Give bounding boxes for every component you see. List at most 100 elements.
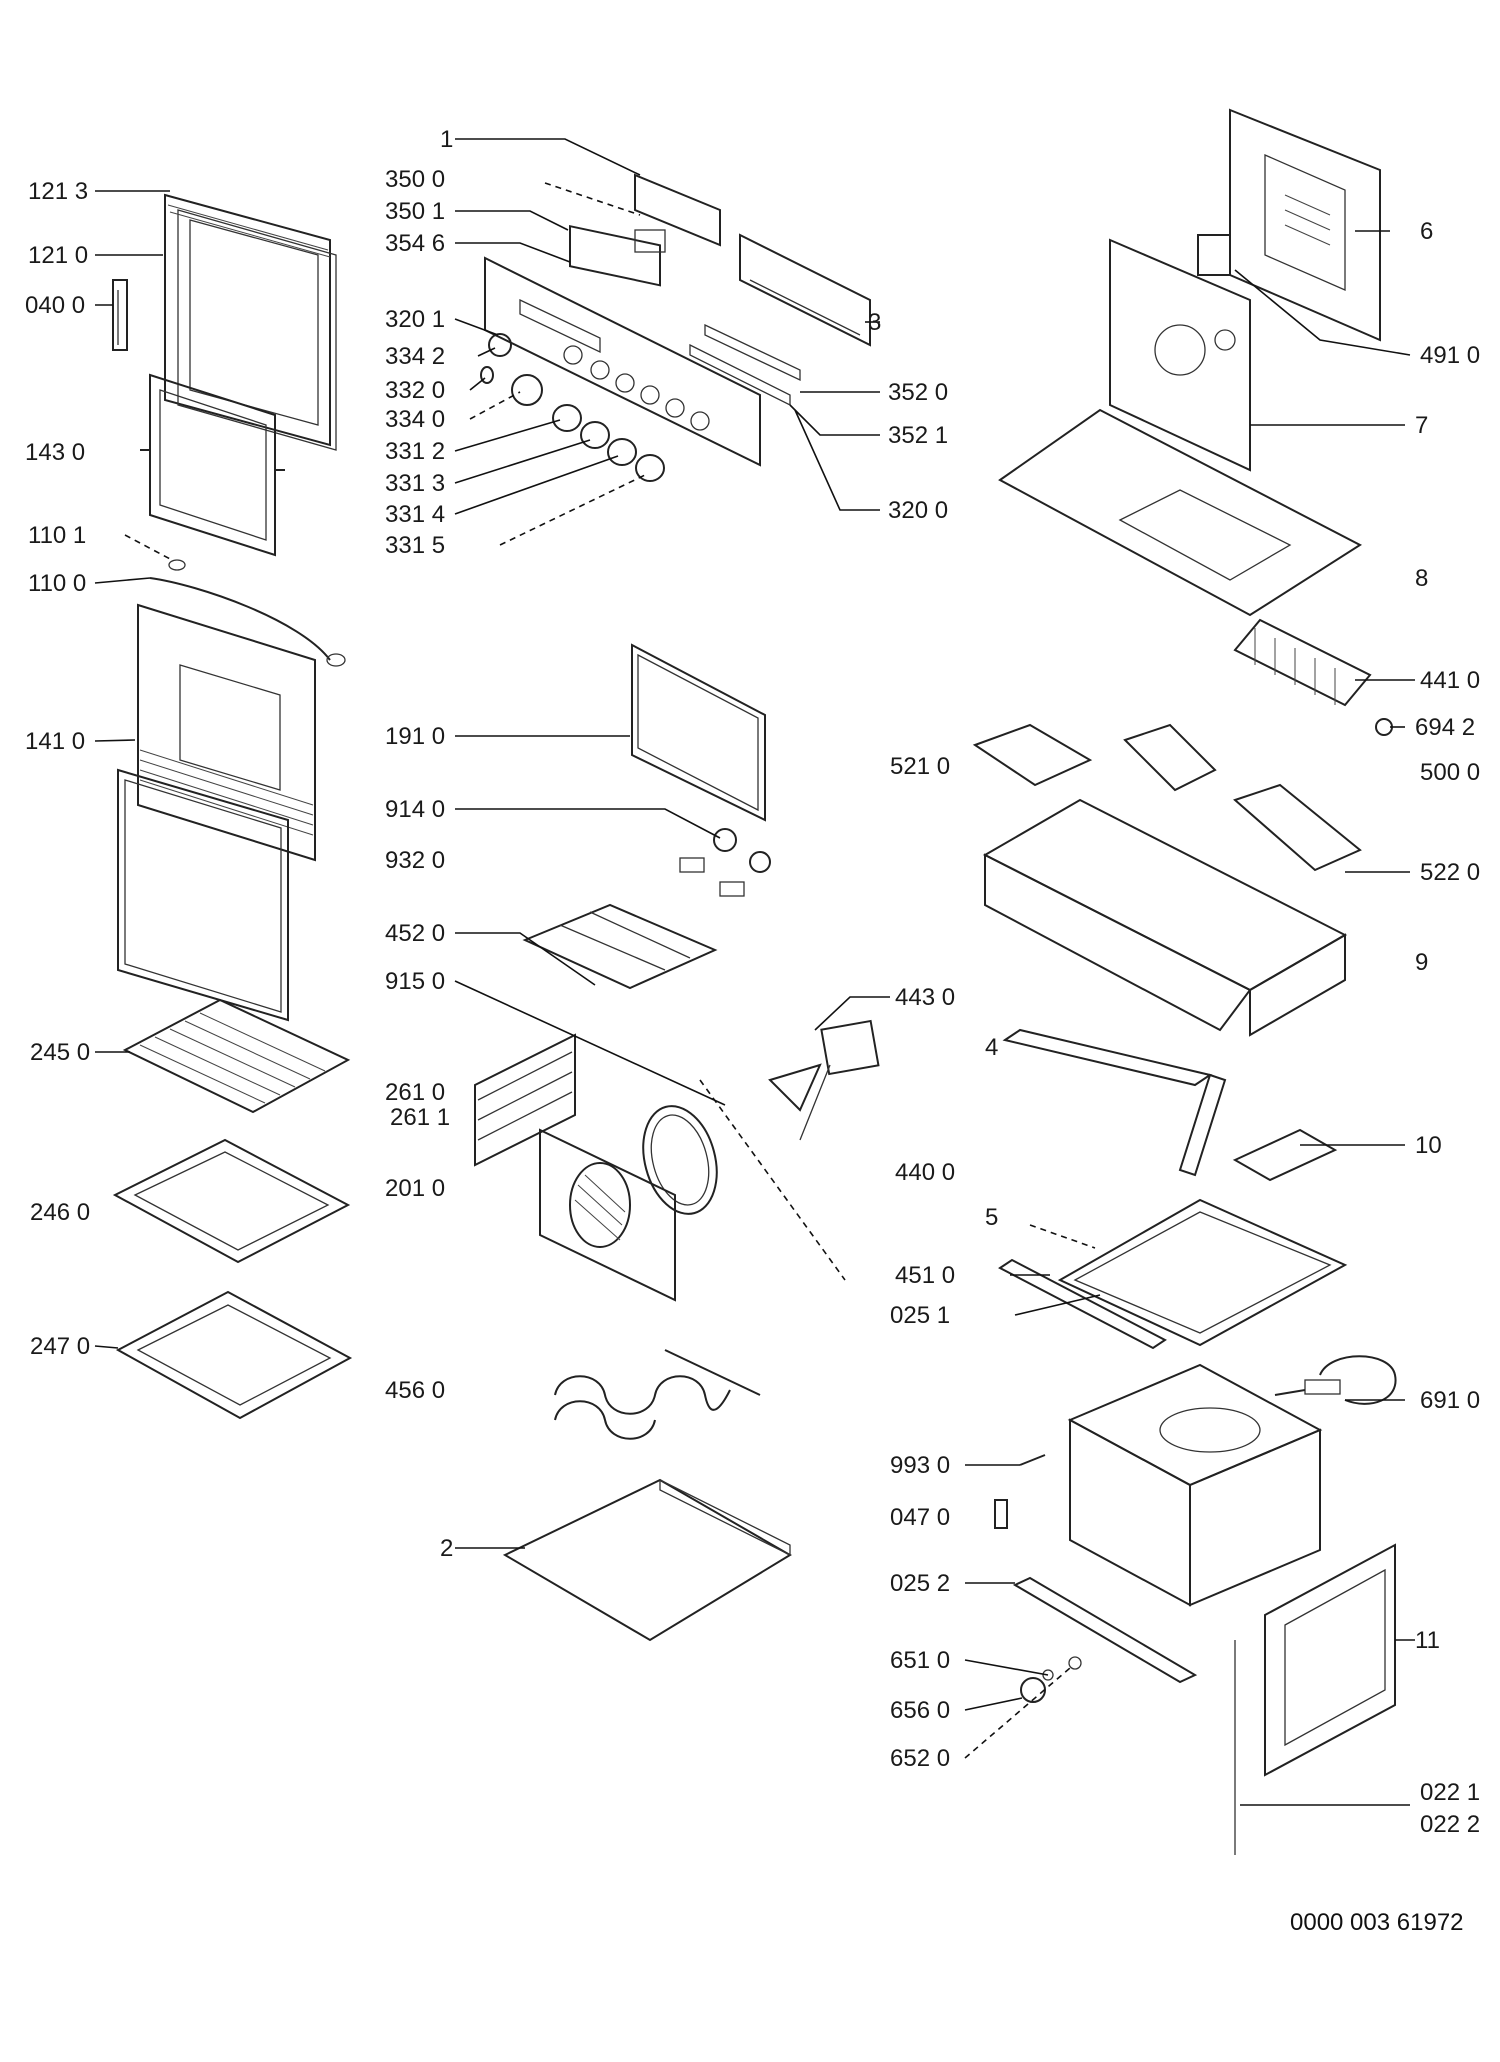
inner-door-frame [140,373,285,557]
label-022-2: 022 2 [1420,1811,1480,1838]
oven-cavity [1067,1363,1323,1607]
label-047-0: 047 0 [890,1504,950,1531]
door-hinge [112,279,128,351]
lamp-assembly [679,828,771,897]
electronic-modules [972,723,1362,872]
label-331-4: 331 4 [385,501,445,528]
label-452-0: 452 0 [385,920,445,947]
label-441-0: 441 0 [1420,667,1480,694]
label-2: 2 [440,1535,453,1562]
control-knobs [480,333,665,482]
bottom-rail [1012,1576,1198,1684]
label-320-1: 320 1 [385,306,445,333]
fascia-strips [689,323,801,407]
label-915-0: 915 0 [385,968,445,995]
label-491-0: 491 0 [1420,342,1480,369]
label-040-0: 040 0 [25,292,85,319]
label-261-1: 261 1 [390,1104,450,1131]
label-110-1: 110 1 [28,522,86,549]
control-knob-small [1020,1656,1082,1703]
oven-seal [631,643,766,822]
document-code: 0000 003 61972 [1290,1909,1464,1936]
label-025-2: 025 2 [890,1570,950,1597]
side-rack [474,1033,576,1167]
label-500-0: 500 0 [1420,759,1480,786]
label-121-0: 121 0 [28,242,88,269]
control-fascia [484,256,761,467]
label-331-2: 331 2 [385,438,445,465]
label-354-6: 354 6 [385,230,445,257]
door-side-frame [1234,1543,1396,1855]
label-914-0: 914 0 [385,796,445,823]
door-gasket-clip [149,559,346,667]
label-652-0: 652 0 [890,1745,950,1772]
control-panel-bracket [634,173,871,347]
bottom-cover [502,1478,792,1642]
label-141-0: 141 0 [25,728,85,755]
thermostat-probe [1274,1355,1397,1405]
label-334-0: 334 0 [385,406,445,433]
label-025-1: 025 1 [890,1302,950,1329]
label-350-0: 350 0 [385,166,445,193]
label-522-0: 522 0 [1420,859,1480,886]
leader-lines [94,138,1415,1806]
label-691-0: 691 0 [1420,1387,1480,1414]
label-332-0: 332 0 [385,377,445,404]
label-4: 4 [985,1034,998,1061]
label-191-0: 191 0 [385,723,445,750]
label-331-5: 331 5 [385,532,445,559]
label-440-0: 440 0 [895,1159,955,1186]
part-labels: 1 350 0 350 1 354 6 320 1 334 2 332 0 33… [25,126,1480,1936]
label-246-0: 246 0 [30,1199,90,1226]
terminal-block [1197,234,1231,276]
label-6: 6 [1420,218,1433,245]
label-331-3: 331 3 [385,470,445,497]
baking-tray [112,1138,351,1264]
frame-strip [1002,1028,1227,1177]
label-443-0: 443 0 [895,984,955,1011]
label-932-0: 932 0 [385,847,445,874]
label-5: 5 [985,1204,998,1231]
label-10: 10 [1415,1132,1442,1159]
label-656-0: 656 0 [890,1697,950,1724]
label-3: 3 [868,309,881,336]
wire-shelf [122,998,351,1114]
grill-element-rack [522,903,718,990]
label-451-0: 451 0 [895,1262,955,1289]
circular-heating-element [642,1105,718,1215]
label-201-0: 201 0 [385,1175,445,1202]
label-11: 11 [1415,1627,1440,1654]
label-8: 8 [1415,565,1428,592]
label-143-0: 143 0 [25,439,85,466]
insulation-panel [1057,1198,1348,1347]
label-456-0: 456 0 [385,1377,445,1404]
label-993-0: 993 0 [890,1452,950,1479]
label-334-2: 334 2 [385,343,445,370]
door-glass-inner [117,768,289,1022]
label-7: 7 [1415,412,1428,439]
cooling-fan [1233,618,1393,736]
outer-door-frame [164,193,337,451]
label-261-0: 261 0 [385,1079,445,1106]
screw-and-switch [994,1454,1046,1529]
label-110-0: 110 0 [28,570,86,597]
label-352-0: 352 0 [888,379,948,406]
label-245-0: 245 0 [30,1039,90,1066]
deep-pan [115,1290,353,1420]
cover-plate [1232,1128,1338,1182]
label-694-2: 694 2 [1415,714,1475,741]
label-521-0: 521 0 [890,753,950,780]
chassis-frame [982,798,1348,1037]
control-module [569,224,666,287]
rear-panel [1229,108,1381,342]
label-320-0: 320 0 [888,497,948,524]
side-trim [998,1258,1167,1350]
rear-cavity-panel [1109,238,1251,472]
label-121-3: 121 3 [28,178,88,205]
label-350-1: 350 1 [385,198,445,225]
top-panel [998,408,1363,617]
label-247-0: 247 0 [30,1333,90,1360]
label-352-1: 352 1 [888,422,948,449]
fan-motor [768,1019,880,1141]
label-1: 1 [440,126,453,153]
